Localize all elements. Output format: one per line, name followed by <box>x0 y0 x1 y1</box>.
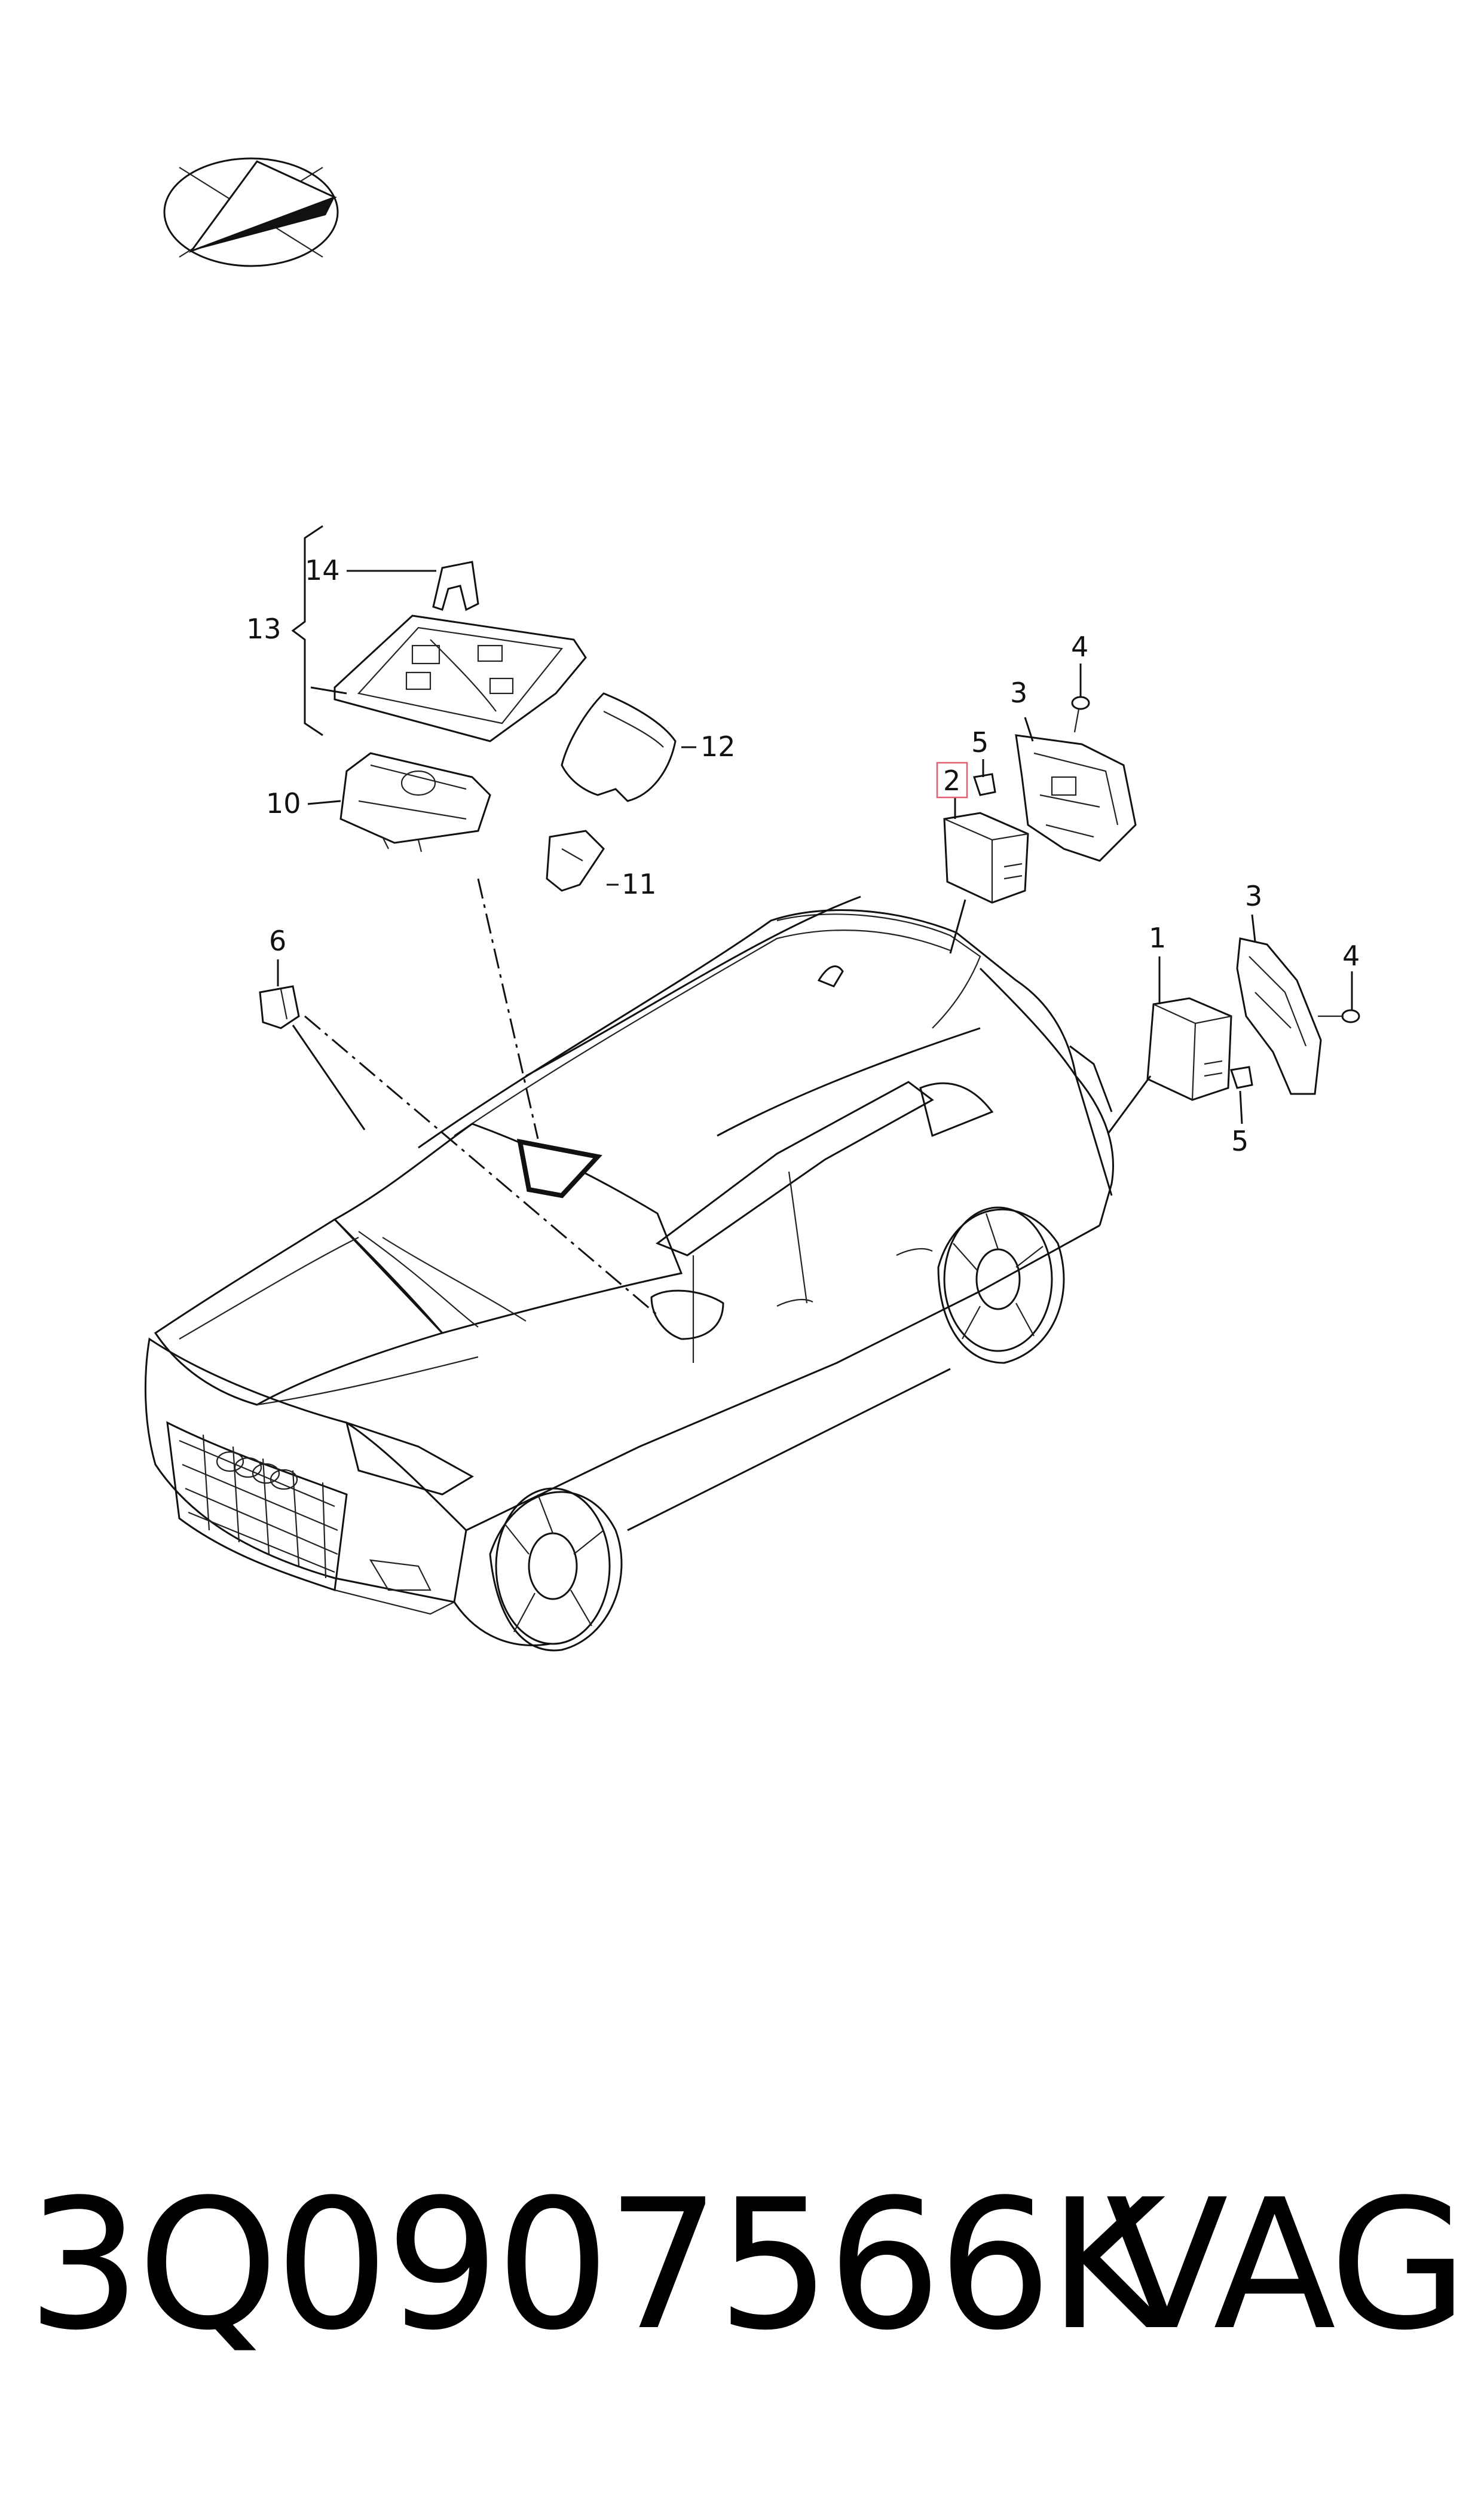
part-13-camera-plate <box>333 615 587 742</box>
part-5-nut-lower <box>1230 1066 1253 1089</box>
part-11-bracket <box>546 830 605 892</box>
callout-11: 11 <box>622 868 657 900</box>
callout-labels: 1 2 3 3 4 4 5 5 6 10 11 12 13 14 <box>246 554 1360 1157</box>
vehicle-outline <box>144 895 1114 1652</box>
orientation-icon <box>163 157 339 267</box>
callout-10: 10 <box>266 787 301 820</box>
part-12-cover <box>561 692 677 802</box>
callout-3-lower: 3 <box>1245 880 1262 912</box>
windshield-camera-cover <box>516 1138 602 1199</box>
part-3-upper-bracket <box>1015 734 1137 862</box>
part-4-screw-lower <box>1318 1009 1360 1023</box>
leader-lines <box>277 525 1353 1133</box>
callout-13: 13 <box>246 613 281 645</box>
callout-12: 12 <box>700 730 736 763</box>
part-10-camera-module <box>339 752 491 852</box>
part-5-nut-upper <box>973 773 996 796</box>
part-4-screw-upper <box>1071 696 1090 733</box>
callout-14: 14 <box>305 554 340 586</box>
part-6-sensor <box>259 985 300 1029</box>
callout-5-lower: 5 <box>1231 1125 1249 1157</box>
callout-6: 6 <box>269 925 286 957</box>
part-2-control-unit <box>943 812 1029 904</box>
indicator-lines <box>304 878 658 1316</box>
callout-2-highlight-box <box>936 762 968 799</box>
part-1-control-unit <box>1146 997 1232 1101</box>
part-3-lower-bracket <box>1236 937 1322 1095</box>
footer: 3Q0907566K VAG <box>0 2164 1484 2403</box>
callout-2: 2 <box>943 765 960 797</box>
parts-diagram: 1 2 3 3 4 4 5 5 6 10 11 12 13 14 <box>144 157 1360 1652</box>
part-number: 3Q0907566K <box>27 2161 1166 2370</box>
callout-1: 1 <box>1149 922 1166 954</box>
callout-5-upper: 5 <box>971 726 989 759</box>
part-14-clip <box>432 561 479 612</box>
callout-4-lower: 4 <box>1342 940 1360 972</box>
callout-4-upper: 4 <box>1071 631 1088 663</box>
callout-3-upper: 3 <box>1010 677 1027 709</box>
brand-label: VAG <box>1106 2161 1468 2370</box>
